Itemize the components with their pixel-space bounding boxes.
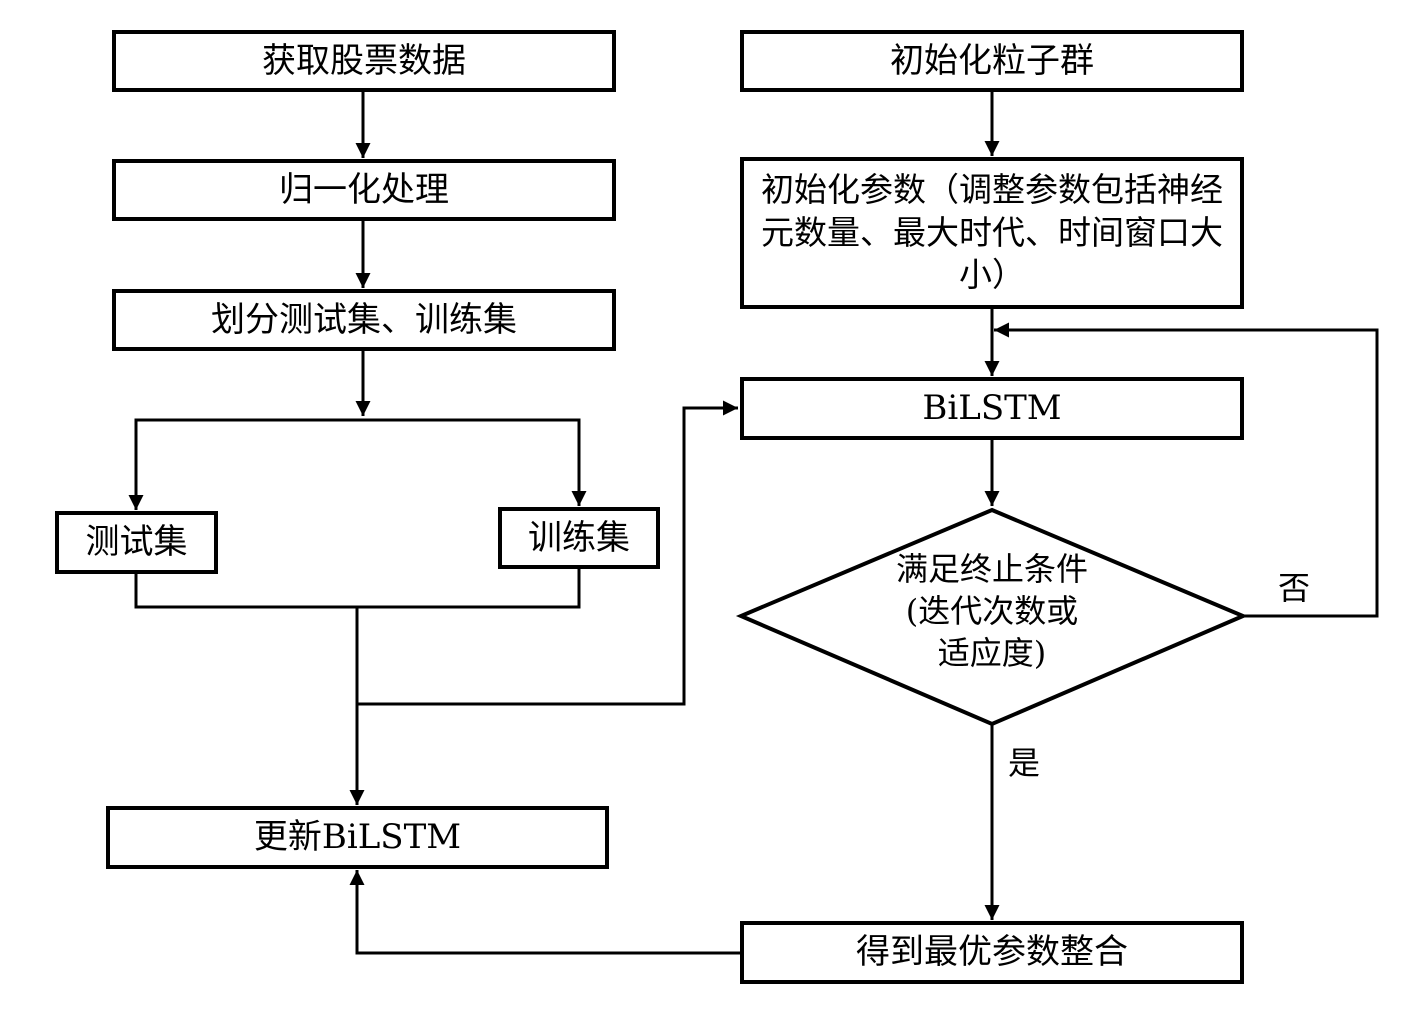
decision-label: 满足终止条件 (迭代次数或 适应度) xyxy=(862,548,1122,675)
edge-optimal-to-update xyxy=(349,870,740,955)
edge-label-yes: 是 xyxy=(1008,744,1041,782)
node-optimal-params: 得到最优参数整合 xyxy=(740,921,1244,984)
node-init-params-label: 初始化参数（调整参数包括神经元数量、最大时代、时间窗口大小） xyxy=(761,169,1223,295)
node-init-swarm-label: 初始化粒子群 xyxy=(890,40,1094,81)
node-init-params: 初始化参数（调整参数包括神经元数量、最大时代、时间窗口大小） xyxy=(740,157,1244,309)
edge-branch-to-test xyxy=(128,418,363,510)
decision-diamond xyxy=(735,507,1249,727)
node-optimal-params-label: 得到最优参数整合 xyxy=(856,932,1128,973)
node-split-sets-label: 划分测试集、训练集 xyxy=(211,299,517,340)
edge-merge-to-bilstm xyxy=(357,400,738,706)
node-init-swarm: 初始化粒子群 xyxy=(740,30,1244,92)
decision-label-line-1: 满足终止条件 xyxy=(895,550,1088,588)
node-normalize-label: 归一化处理 xyxy=(279,169,449,210)
node-get-stock-data-label: 获取股票数据 xyxy=(262,40,466,81)
node-get-stock-data: 获取股票数据 xyxy=(112,30,616,92)
node-update-bilstm-label: 更新BiLSTM xyxy=(253,817,462,858)
edge-label-no: 否 xyxy=(1278,569,1311,607)
node-split-sets: 划分测试集、训练集 xyxy=(112,289,616,351)
decision-label-line-2: (迭代次数或 xyxy=(905,592,1079,631)
node-test-set-label: 测试集 xyxy=(85,522,188,563)
node-test-set: 测试集 xyxy=(55,511,218,574)
node-bilstm: BiLSTM xyxy=(740,377,1244,440)
node-normalize: 归一化处理 xyxy=(112,159,616,221)
node-update-bilstm: 更新BiLSTM xyxy=(106,806,609,869)
node-train-set-label: 训练集 xyxy=(528,517,630,558)
node-train-set: 训练集 xyxy=(498,507,660,569)
edge-decision-no-loop xyxy=(994,322,1379,618)
edge-branch-to-train xyxy=(363,418,587,506)
node-bilstm-label: BiLSTM xyxy=(922,388,1062,429)
decision-label-line-3: 适应度) xyxy=(937,634,1047,673)
